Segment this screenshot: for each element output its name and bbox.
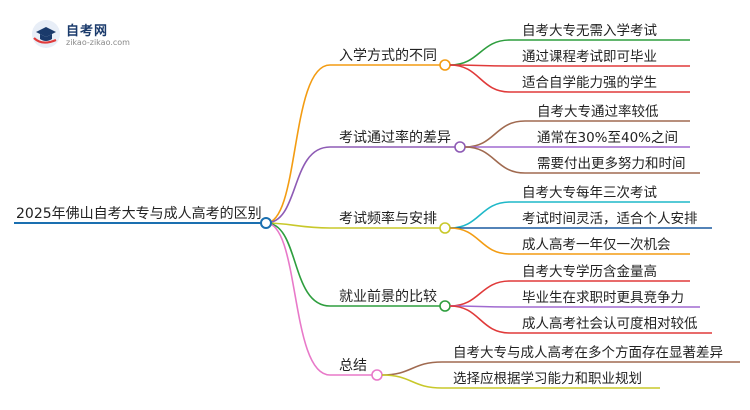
leaf-3-1-connector [449,201,690,229]
leaf-2-3-connector [464,146,700,174]
branch-5-label: 总结 [339,358,367,374]
branch-5-node [371,369,383,381]
site-logo: 自考网 zikao-zikao.com [30,18,150,54]
branch-3-node [439,222,451,234]
logo-title: 自考网 [66,24,109,39]
leaf-2-2: 通常在30%至40%之间 [537,130,678,146]
branch-1-node [439,59,451,71]
root-node [260,217,272,229]
root-label: 2025年佛山自考大专与成人高考的区别 [16,205,262,222]
leaf-5-2: 选择应根据学习能力和职业规划 [453,370,642,387]
leaf-4-1-connector [449,280,690,307]
leaf-4-3: 成人高考社会认可度相对较低 [522,315,698,332]
connector-root-b2 [265,146,331,224]
leaf-2-1: 自考大专通过率较低 [537,103,659,120]
branch-3-label: 考试频率与安排 [339,210,437,227]
leaf-1-1: 自考大专无需入学考试 [522,23,657,39]
leaf-2-1-connector [464,120,690,148]
leaf-4-3-connector [449,305,712,334]
leaf-4-1: 自考大专学历含金量高 [522,263,657,280]
branch-4-node [439,300,451,312]
leaf-2-3: 需要付出更多努力和时间 [537,155,686,172]
leaf-1-3: 适合自学能力强的学生 [522,75,657,91]
connector-root-b3 [265,222,331,229]
leaf-1-1-connector [449,39,690,66]
connector-root-b1 [265,64,331,224]
leaf-3-3-connector [449,227,690,255]
leaf-5-1-connector [381,361,740,376]
leaf-3-1: 自考大专每年三次考试 [522,185,657,201]
connector-root-b4 [265,222,331,307]
leaf-1-3-connector [449,64,690,93]
leaf-5-2-connector [381,374,660,389]
branch-2-label: 考试通过率的差异 [339,129,451,146]
leaf-3-2: 考试时间灵活，适合个人安排 [522,211,698,227]
logo-url: zikao-zikao.com [66,38,130,47]
leaf-5-1: 自考大专与成人高考在多个方面存在显著差异 [453,344,723,361]
leaf-1-2: 通过课程考试即可毕业 [522,49,657,65]
leaf-4-2: 毕业生在求职时更具竞争力 [522,289,684,306]
connector-root-b5 [265,222,331,376]
leaf-3-3: 成人高考一年仅一次机会 [522,236,671,253]
graduation-cap-logo-icon [32,20,60,48]
branch-1-label: 入学方式的不同 [339,48,437,64]
leaf-4-2-connector [449,305,700,308]
branch-4-label: 就业前景的比较 [339,288,437,305]
leaf-1-2-connector [449,64,690,67]
branch-2-node [454,141,466,153]
